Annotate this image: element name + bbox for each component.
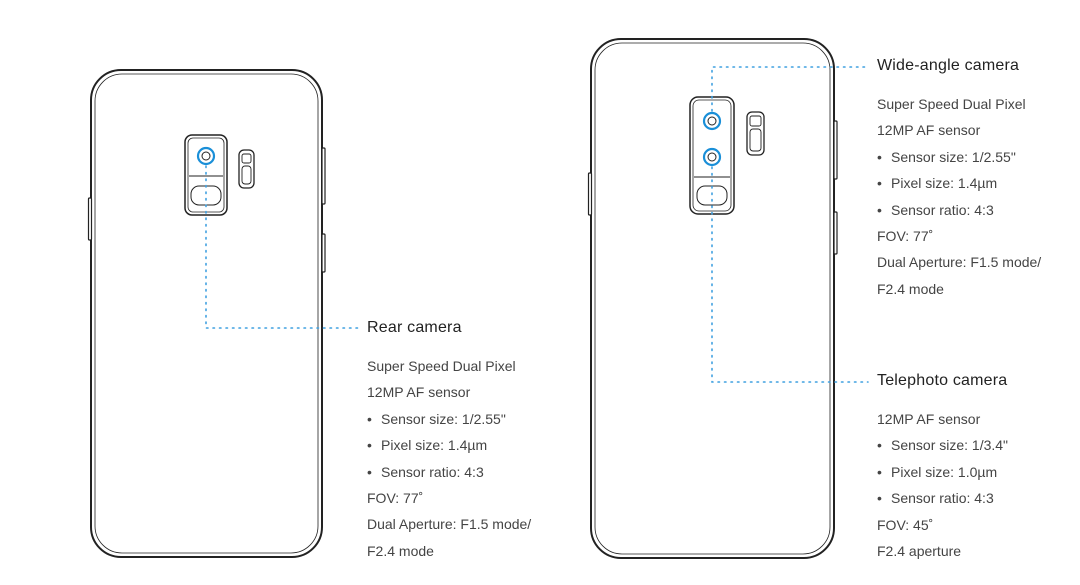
spec-line: Dual Aperture: F1.5 mode/: [877, 254, 1042, 271]
flash-top: [749, 115, 762, 127]
spec-bullet: Sensor ratio: 4:3: [877, 485, 1008, 512]
phone-body: [90, 69, 323, 558]
spec-bullet: Sensor size: 1/2.55": [877, 144, 1041, 171]
spec-bullet: Sensor size: 1/3.4": [877, 432, 1008, 459]
spec-line: FOV: 77˚: [877, 228, 934, 245]
flash-module: [746, 111, 765, 156]
phone-body-inner-edge: [94, 73, 319, 554]
leader-telephoto-camera: [711, 166, 869, 383]
spec-line: FOV: 77˚: [367, 490, 424, 507]
flash-module: [238, 149, 255, 189]
lens-ring-wide: [702, 111, 722, 131]
spec-bullet: Pixel size: 1.4µm: [877, 170, 1041, 197]
spec-bullet: Sensor size: 1/2.55": [367, 406, 531, 433]
side-button-right-top: [321, 147, 326, 205]
leader-rear-camera: [205, 165, 361, 329]
lens: [201, 151, 211, 161]
spec-line: 12MP AF sensor: [877, 411, 981, 427]
fingerprint-sensor: [696, 185, 728, 206]
camera-module-inner: [187, 137, 225, 213]
spec-list: 12MP AF sensor Sensor size: 1/3.4" Pixel…: [877, 406, 1008, 564]
phone-body: [590, 38, 835, 559]
phone-dual-camera: [587, 38, 869, 559]
spec-line: 12MP AF sensor: [877, 122, 981, 139]
flash-bottom: [749, 128, 762, 152]
flash-bottom: [241, 165, 252, 185]
spec-bullet: Sensor ratio: 4:3: [877, 197, 1041, 224]
side-button-right-bottom: [833, 211, 838, 255]
spec-line: Dual Aperture: F1.5 mode/: [367, 516, 532, 533]
side-button-right-top: [833, 120, 838, 180]
callout-title: Rear camera: [367, 319, 462, 336]
callout-rear-camera: Rear camera Super Speed Dual Pixel 12MP …: [367, 319, 531, 564]
leader-wide-angle-camera: [711, 66, 869, 112]
lens-wide: [707, 116, 717, 126]
callout-title: Telephoto camera: [877, 372, 1008, 389]
side-button-right-bottom: [321, 233, 326, 273]
spec-list: Super Speed Dual Pixel 12MP AF sensor Se…: [367, 353, 531, 564]
callout-title: Wide-angle camera: [877, 57, 1020, 74]
lens-tele: [707, 152, 717, 162]
fingerprint-sensor: [190, 185, 222, 206]
side-button-left: [587, 172, 593, 216]
spec-line: FOV: 45˚: [877, 516, 934, 533]
callout-wide-angle-camera: Wide-angle camera Super Speed Dual Pixel…: [877, 57, 1041, 302]
camera-module: [184, 134, 228, 216]
spec-line: F2.4 mode: [367, 542, 434, 559]
spec-line: F2.4 mode: [877, 280, 944, 297]
phone-body-inner-edge: [594, 42, 831, 555]
spec-bullet: Sensor ratio: 4:3: [367, 459, 531, 486]
lens-ring-tele: [702, 147, 722, 167]
callout-telephoto-camera: Telephoto camera 12MP AF sensor Sensor s…: [877, 372, 1008, 564]
side-button-left: [87, 197, 93, 241]
spec-bullet: Pixel size: 1.0µm: [877, 459, 1008, 486]
spec-line: F2.4 aperture: [877, 543, 962, 560]
lens-ring: [196, 146, 216, 166]
phone-single-camera: [87, 69, 361, 558]
spec-line: 12MP AF sensor: [367, 384, 471, 401]
spec-line: Super Speed Dual Pixel: [877, 96, 1026, 112]
spec-list: Super Speed Dual Pixel 12MP AF sensor Se…: [877, 91, 1041, 302]
camera-module-inner: [692, 99, 732, 212]
spec-bullet: Pixel size: 1.4µm: [367, 432, 531, 459]
flash-top: [241, 153, 252, 164]
spec-line: Super Speed Dual Pixel: [367, 358, 516, 374]
